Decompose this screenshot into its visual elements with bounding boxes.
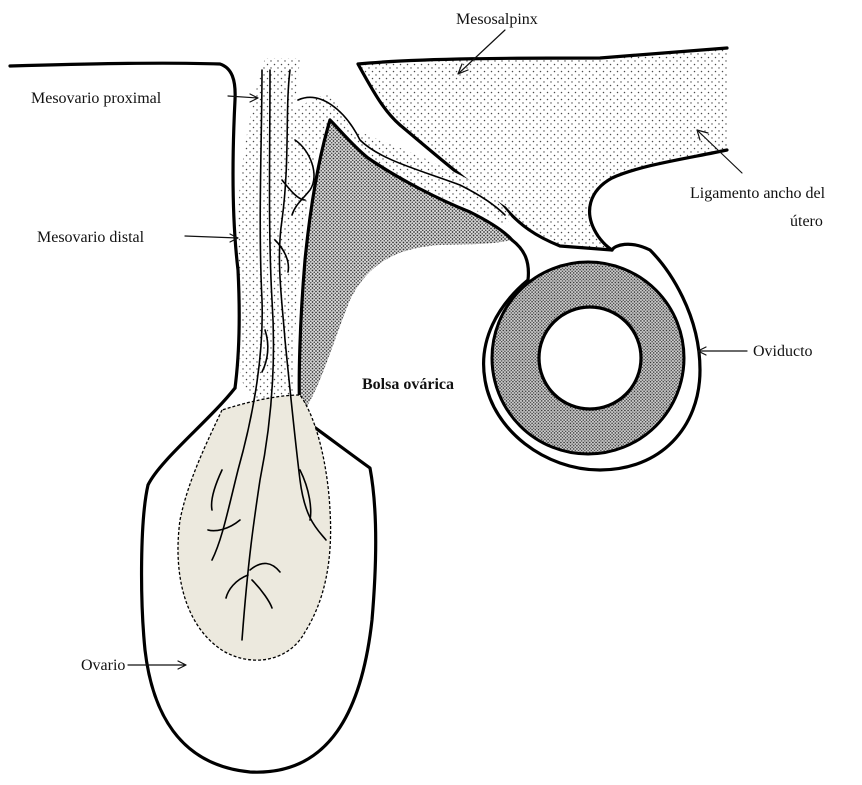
label-mesovario-proximal: Mesovario proximal (31, 90, 162, 107)
label-oviducto: Oviducto (753, 343, 813, 360)
arrow-oviducto (698, 347, 747, 355)
label-ligamento-line1: Ligamento ancho del (690, 185, 826, 202)
ovary-cortex-region (178, 395, 331, 660)
label-ligamento-line2: útero (790, 213, 823, 230)
label-bolsa-ovarica: Bolsa ovárica (362, 376, 454, 393)
oviduct-lumen (539, 307, 641, 409)
arrow-ovario (128, 661, 186, 669)
label-ovario: Ovario (81, 657, 125, 674)
label-mesovario-distal: Mesovario distal (37, 229, 145, 246)
arrow-mesovario-distal (185, 234, 238, 242)
bursa-oviduct-connection (512, 240, 528, 280)
label-mesosalpinx: Mesosalpinx (456, 11, 538, 28)
arrow-mesovario-proximal (228, 94, 258, 102)
body-wall-outline (10, 63, 239, 388)
